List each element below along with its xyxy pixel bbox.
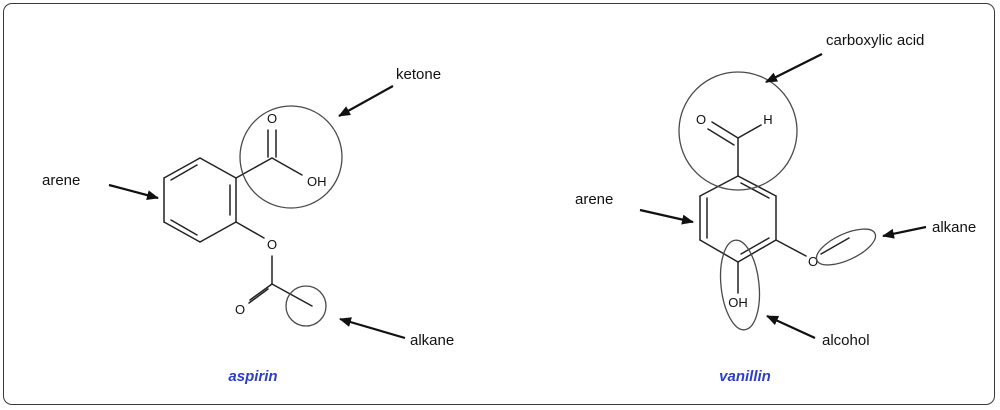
carboxylic-acid-arrow-icon bbox=[765, 53, 823, 83]
vanillin-arene-arrow-icon bbox=[639, 208, 694, 225]
aspirin-alkane-label: alkane bbox=[410, 332, 454, 349]
aspirin-arene-arrow-icon bbox=[108, 183, 159, 201]
aspirin-alkane-arrow-icon bbox=[339, 317, 406, 340]
vanillin-aldehyde-o-atom: O bbox=[696, 112, 706, 127]
aspirin-alkane-highlight-circle bbox=[285, 285, 327, 327]
vanillin-annotations: carboxylic acid arene alkane alcohol bbox=[575, 32, 976, 349]
ketone-arrow-icon bbox=[338, 85, 394, 117]
vanillin-name: vanillin bbox=[719, 368, 771, 385]
alcohol-highlight-ellipse bbox=[719, 239, 761, 331]
vanillin-alkane-arrow-icon bbox=[882, 225, 927, 239]
aspirin-ester-o-atom: O bbox=[235, 302, 245, 317]
vanillin-aldehyde-h-atom: H bbox=[763, 112, 772, 127]
carboxylic-acid-label: carboxylic acid bbox=[826, 32, 924, 49]
vanillin-oh-atom: OH bbox=[728, 295, 748, 310]
alcohol-label: alcohol bbox=[822, 332, 870, 349]
aspirin-ether-o-atom: O bbox=[267, 237, 277, 252]
aspirin-annotations: ketone arene alkane bbox=[42, 66, 454, 349]
aspirin-ketone-o-atom: O bbox=[267, 111, 277, 126]
ketone-highlight-circle bbox=[239, 105, 343, 209]
vanillin-aldehyde-group: O H bbox=[696, 112, 773, 177]
vanillin-hydroxyl-group: OH bbox=[728, 261, 748, 310]
aspirin-benzene-ring bbox=[163, 157, 237, 243]
carboxylic-acid-highlight-circle bbox=[678, 71, 798, 191]
vanillin-arene-label: arene bbox=[575, 191, 613, 208]
vanillin-structure: O H O OH vanillin bbox=[678, 71, 877, 385]
vanillin-benzene-ring bbox=[699, 175, 777, 263]
vanillin-methoxy-group: O bbox=[775, 237, 850, 269]
vanillin-alkane-label: alkane bbox=[932, 219, 976, 236]
aspirin-name: aspirin bbox=[228, 368, 277, 385]
ketone-label: ketone bbox=[396, 66, 441, 83]
aspirin-carboxyl-group: O OH bbox=[235, 111, 327, 189]
vanillin-alkane-highlight-ellipse bbox=[815, 228, 877, 266]
alcohol-arrow-icon bbox=[766, 315, 816, 339]
aspirin-structure: O OH O O aspirin bbox=[163, 105, 343, 385]
aspirin-arene-label: arene bbox=[42, 172, 80, 189]
aspirin-oh-atom: OH bbox=[307, 174, 327, 189]
vanillin-ether-o-atom: O bbox=[808, 254, 818, 269]
diagram-frame bbox=[3, 3, 995, 405]
aspirin-ester-group: O O bbox=[235, 221, 313, 317]
